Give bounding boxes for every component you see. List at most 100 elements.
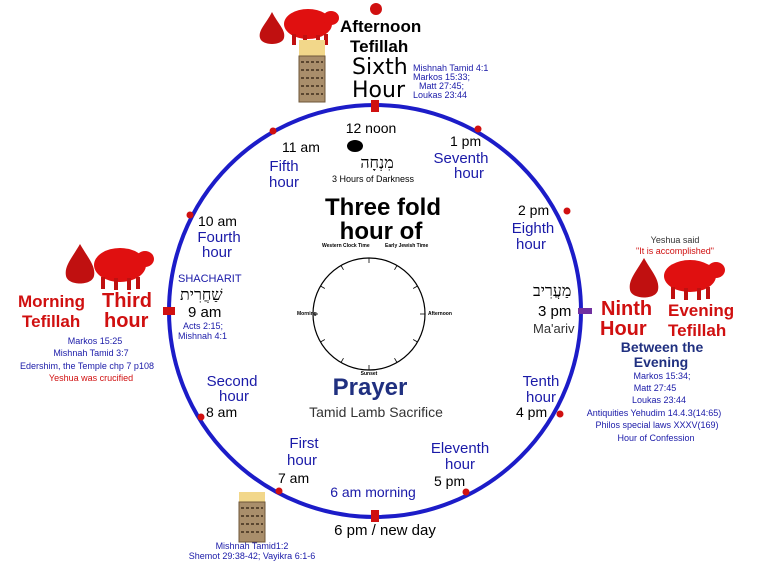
- evening-tefillah-label: Tefillah: [668, 321, 727, 340]
- shacharit-hebrew: שַׁחֲרִית: [180, 285, 223, 304]
- right-ref-1: Markos 15:34;: [633, 371, 691, 381]
- second-hour-a: Second: [206, 373, 258, 390]
- mini-clock-bottom-label: Sunset: [360, 371, 378, 377]
- seventh-hour-a: Seventh: [433, 150, 489, 167]
- top-ref-4: Loukas 23:44: [413, 90, 468, 100]
- hour-dot-4pm: [556, 410, 564, 418]
- eighth-hour-b: hour: [515, 236, 547, 253]
- time-2pm: 2 pm: [518, 202, 550, 218]
- mini-clock-tick: [412, 339, 418, 343]
- shacharit-label: SHACHARIT: [178, 273, 242, 285]
- bottom-altar-icon: [238, 492, 266, 543]
- eighth-hour-a: Eighth: [511, 220, 555, 237]
- fifth-hour-a: Fifth: [269, 158, 299, 175]
- hour-dot-10am: [186, 211, 194, 219]
- marker-left: [163, 307, 175, 315]
- seventh-hour-b: hour: [453, 165, 485, 182]
- evening-label: Evening: [668, 301, 735, 320]
- between-evening-label: Evening: [633, 354, 689, 370]
- six-pm-new-day: 6 pm / new day: [334, 522, 436, 539]
- yeshua-said: Yeshua said: [650, 235, 700, 245]
- darkness-sun-icon: [347, 140, 363, 152]
- mini-clock-left-label: Morning: [297, 311, 317, 317]
- accomplished-quote: "It is accomplished": [636, 246, 714, 256]
- sixth-hour-label: Hour: [352, 78, 405, 103]
- time-5pm: 5 pm: [434, 473, 466, 489]
- time-9am: 9 am: [188, 304, 222, 321]
- top-ref-2: Markos 15:33;: [413, 72, 471, 82]
- confession-note: Hour of Confession: [617, 433, 695, 443]
- top-red-dot: [370, 3, 382, 15]
- mini-clock: [312, 257, 426, 371]
- third-label: Third: [102, 290, 152, 312]
- afternoon-label: Afternoon: [340, 17, 422, 36]
- second-hour-b: hour: [218, 388, 250, 405]
- marker-bottom: [371, 510, 379, 522]
- mini-clock-top-left-label: Western Clock Time: [322, 243, 370, 249]
- acts-ref-2: Mishnah 4:1: [178, 331, 228, 341]
- fourth-hour-b: hour: [201, 244, 233, 261]
- mini-clock-tick: [340, 265, 344, 271]
- morning-label: Morning: [18, 292, 86, 311]
- philo-ref: Philos special laws XXXV(169): [595, 420, 719, 430]
- time-7am: 7 am: [278, 470, 310, 486]
- fourth-hour-a: Fourth: [197, 229, 241, 246]
- morning-tefillah-label: Tefillah: [22, 312, 81, 331]
- tenth-hour-a: Tenth: [522, 373, 560, 390]
- ninth-label: Ninth: [601, 298, 653, 320]
- top-altar-icon: [298, 40, 326, 103]
- top-ref-1: Mishnah Tamid 4:1: [413, 63, 489, 73]
- six-am-morning: 6 am morning: [330, 484, 416, 500]
- left-lamb-icon: [65, 244, 154, 290]
- top-ref-3: Matt 27:45;: [419, 81, 465, 91]
- time-4pm: 4 pm: [516, 404, 548, 420]
- mini-clock-tick: [320, 285, 326, 289]
- hour-dot-1pm: [474, 125, 482, 133]
- sixth-label: Sixth: [352, 55, 408, 80]
- afternoon-tefillah-label: Tefillah: [350, 37, 409, 56]
- hour-dot-5pm: [462, 488, 470, 496]
- time-11am: 11 am: [282, 139, 320, 155]
- between-label: Between the: [620, 339, 704, 355]
- left-ref-1: Markos 15:25: [67, 336, 123, 346]
- antiquities-ref: Antiquities Yehudim 14.4.3(14:65): [586, 408, 722, 418]
- right-ref-2: Matt 27:45: [633, 383, 677, 393]
- hour-dot-11am: [269, 127, 277, 135]
- third-hour-label: hour: [104, 310, 149, 332]
- mini-clock-tick: [320, 339, 326, 343]
- time-1pm: 1 pm: [450, 133, 482, 149]
- mini-clock-right-label: Afternoon: [428, 311, 452, 317]
- first-hour-b: hour: [286, 452, 318, 469]
- eleventh-hour-a: Eleventh: [430, 440, 490, 457]
- mini-clock-tick: [394, 357, 398, 363]
- title-line-3: Prayer: [332, 374, 408, 401]
- hour-dot-2pm: [563, 207, 571, 215]
- mini-clock-top-right-label: Early Jewish Time: [385, 243, 429, 249]
- time-8am: 8 am: [206, 404, 238, 420]
- mini-clock-tick: [412, 285, 418, 289]
- left-ref-2: Mishnah Tamid 3:7: [53, 348, 129, 358]
- first-hour-a: First: [289, 435, 319, 452]
- mini-clock-tick: [394, 265, 398, 271]
- right-ref-3: Loukas 23:44: [631, 395, 687, 405]
- darkness-label: 3 Hours of Darkness: [331, 174, 415, 184]
- marker-right: [578, 308, 592, 314]
- bottom-ref-1: Mishnah Tamid1:2: [215, 541, 289, 551]
- minchah-hebrew: מִנְחָה: [360, 153, 394, 172]
- marker-top: [371, 100, 379, 112]
- noon-label: 12 noon: [345, 120, 397, 136]
- fifth-hour-b: hour: [268, 174, 300, 191]
- time-10am: 10 am: [198, 213, 237, 229]
- maariv-label: Ma'ariv: [533, 321, 575, 336]
- right-lamb-icon: [629, 258, 725, 300]
- ninth-hour-label: Hour: [600, 318, 647, 340]
- hour-dot-7am: [275, 487, 283, 495]
- hour-dot-8am: [197, 413, 205, 421]
- title-line-1: Three fold: [324, 194, 442, 221]
- tenth-hour-b: hour: [525, 389, 557, 406]
- bottom-ref-2: Shemot 29:38-42; Vayikra 6:1-6: [188, 551, 316, 561]
- title-subtitle: Tamid Lamb Sacrifice: [309, 404, 443, 420]
- mini-clock-tick: [340, 357, 344, 363]
